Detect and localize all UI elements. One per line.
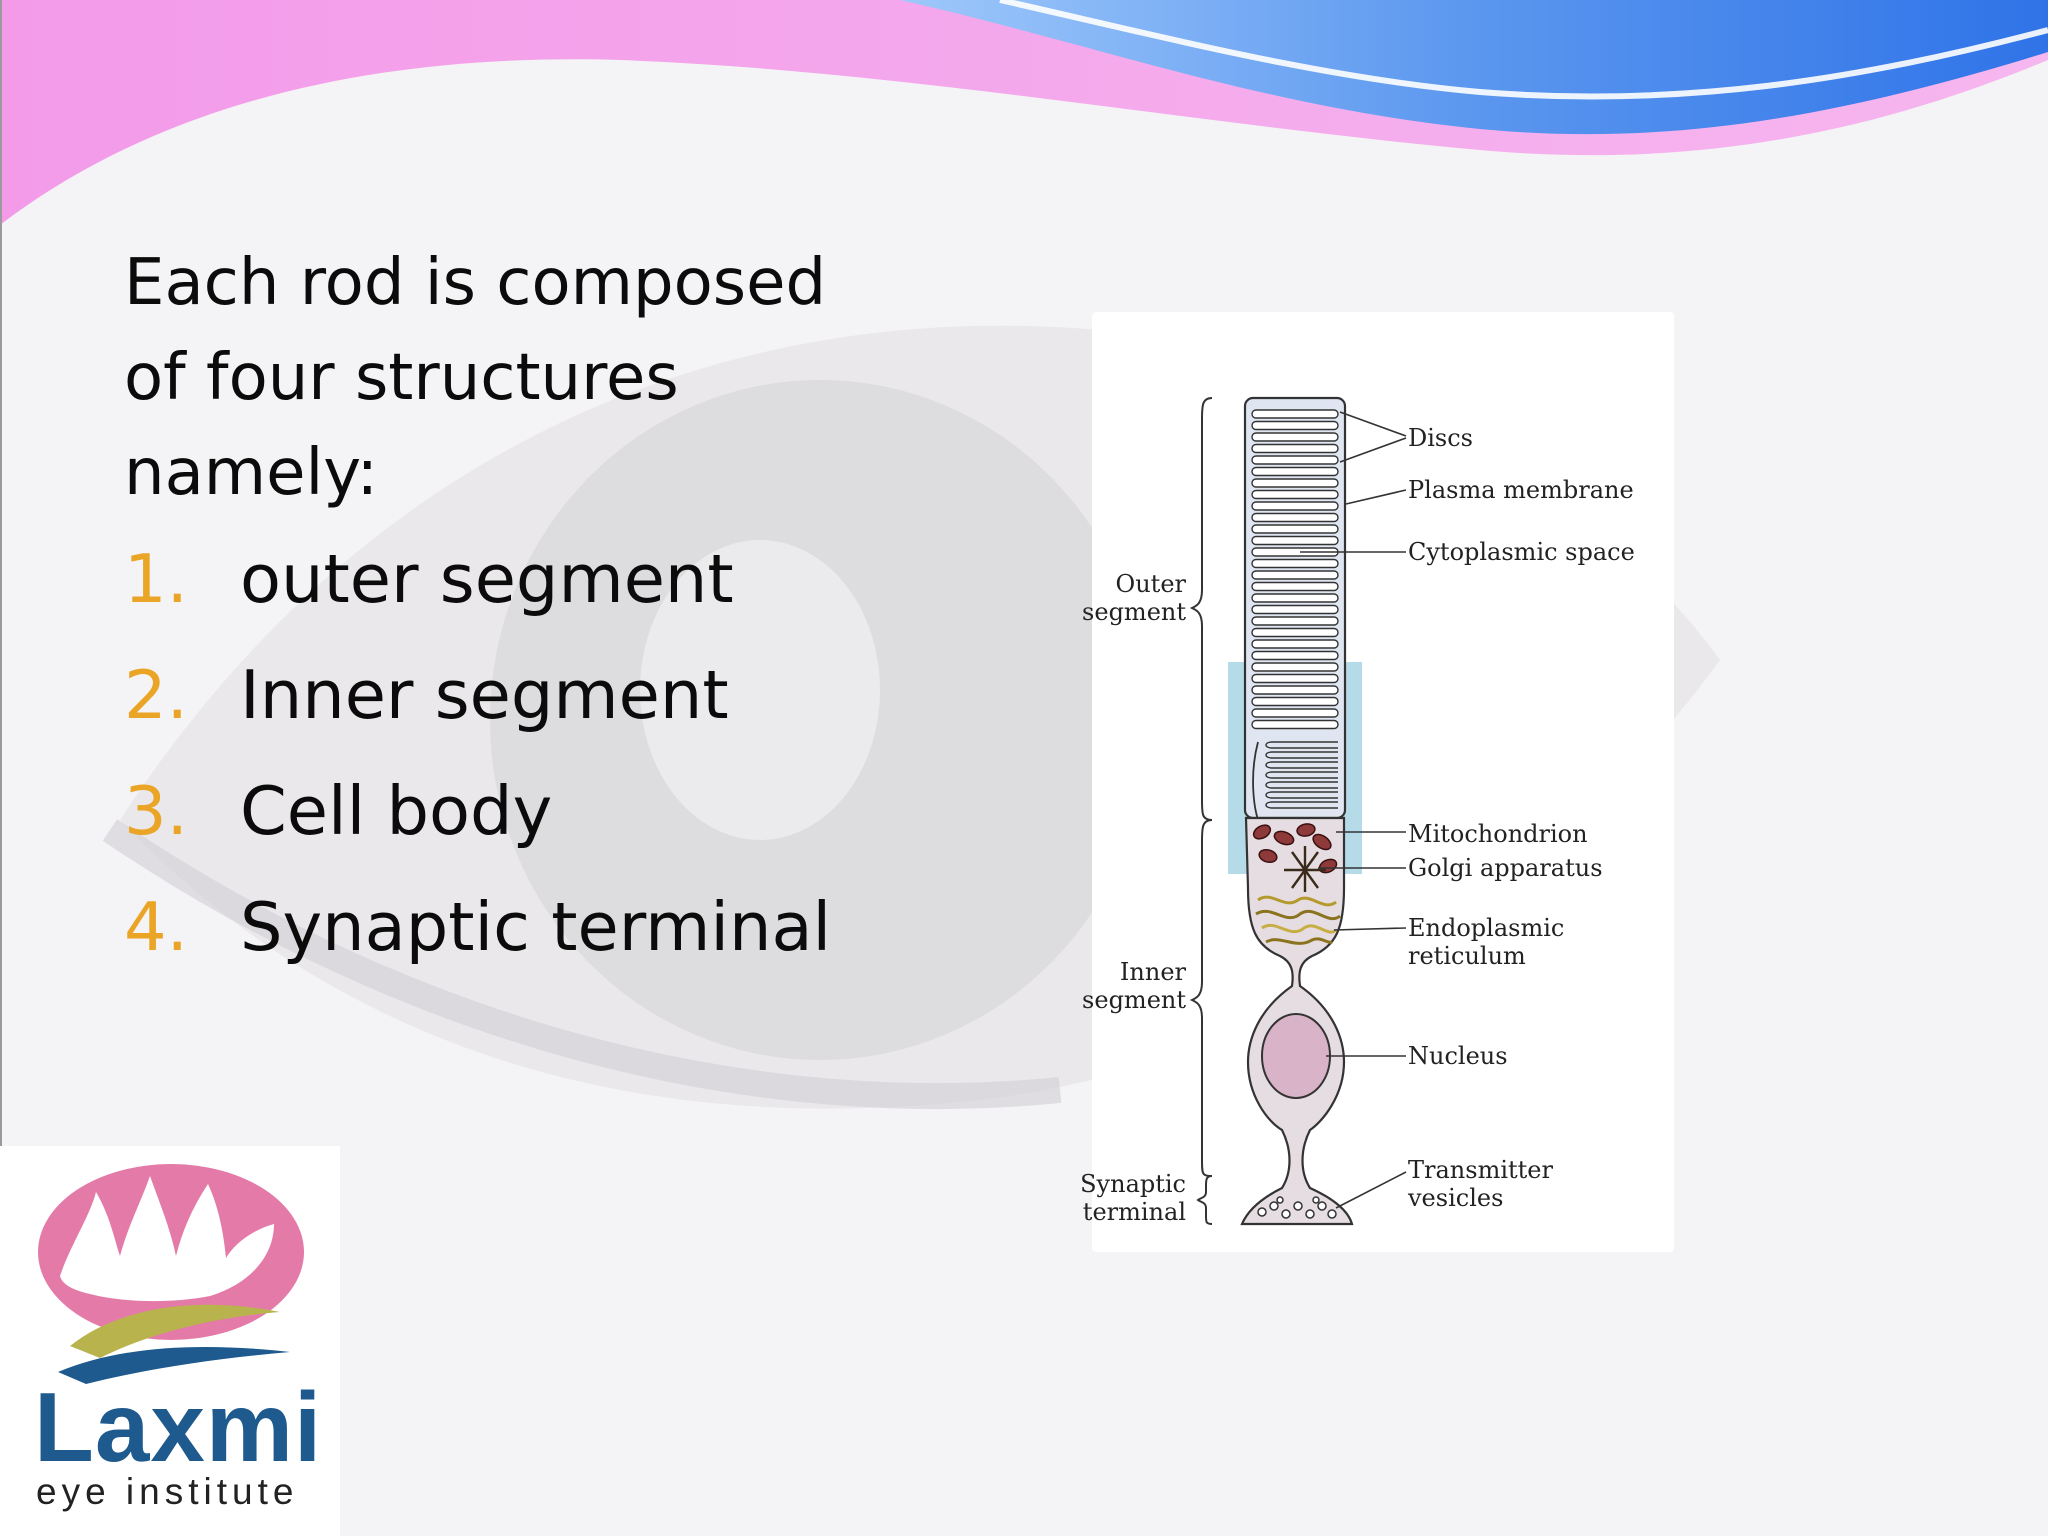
disc (1251, 708, 1339, 718)
intro-line-2: of four structures (124, 341, 679, 415)
disc (1251, 650, 1339, 661)
basal-folds (1265, 741, 1338, 809)
leader-lines (1300, 411, 1407, 1209)
membrane-fold (1265, 751, 1338, 759)
disc (1251, 420, 1339, 431)
label-outer-line2: segment (1082, 598, 1186, 626)
logo-name: Laxmi (34, 1372, 323, 1482)
disc (1251, 558, 1339, 569)
list-item: 4. Synaptic terminal (124, 869, 964, 985)
disc (1251, 696, 1339, 707)
disc (1251, 478, 1339, 488)
segment-braces (1189, 397, 1213, 1225)
lotus-logo-icon (38, 1164, 304, 1384)
label-inner-line1: Inner (1120, 958, 1187, 986)
rod-diagram-card (1092, 312, 1674, 1252)
list-label: Inner segment (240, 656, 729, 734)
header-wave-decoration (0, 0, 2048, 225)
list-number: 1. (124, 540, 188, 618)
list-number: 2. (124, 656, 188, 734)
membrane-fold (1265, 781, 1338, 789)
membrane-fold (1265, 801, 1338, 809)
disc (1251, 512, 1339, 523)
disc (1251, 570, 1339, 580)
label-vesicles-line1: Transmitter (1408, 1156, 1553, 1184)
label-plasma-membrane: Plasma membrane (1408, 476, 1634, 504)
slide-text: Each rod is composed of four structures … (124, 236, 964, 985)
disc (1251, 685, 1339, 695)
membrane-fold (1265, 771, 1338, 779)
disc (1251, 524, 1339, 534)
membrane-fold (1265, 791, 1338, 799)
label-golgi: Golgi apparatus (1408, 854, 1603, 882)
list-label: outer segment (240, 540, 734, 618)
label-er-line2: reticulum (1408, 942, 1526, 970)
label-nucleus: Nucleus (1408, 1042, 1508, 1070)
endoplasmic-reticulum (1255, 895, 1341, 945)
label-cytoplasmic-space: Cytoplasmic space (1408, 538, 1635, 566)
intro-line-3: namely: (124, 436, 379, 510)
disc (1251, 627, 1339, 638)
disc (1251, 455, 1339, 465)
disc (1251, 662, 1339, 672)
label-vesicles-line2: vesicles (1407, 1184, 1503, 1212)
label-er-line1: Endoplasmic (1408, 914, 1564, 942)
structures-list: 1. outer segment 2. Inner segment 3. Cel… (124, 521, 964, 985)
disc (1251, 535, 1339, 546)
disc-stack (1251, 409, 1339, 730)
label-inner-line2: segment (1082, 986, 1186, 1014)
disc (1251, 466, 1339, 477)
disc (1251, 489, 1339, 500)
membrane-fold (1265, 761, 1338, 769)
disc (1251, 593, 1339, 603)
disc (1251, 604, 1339, 615)
list-label: Synaptic terminal (240, 888, 832, 966)
list-number: 4. (124, 888, 188, 966)
disc (1251, 581, 1339, 592)
membrane-fold (1265, 741, 1338, 749)
label-outer-line1: Outer (1116, 570, 1187, 598)
transmitter-vesicles (1257, 1196, 1337, 1219)
list-label: Cell body (240, 772, 553, 850)
disc (1251, 443, 1339, 454)
list-item: 1. outer segment (124, 521, 964, 637)
disc (1251, 719, 1339, 730)
disc (1251, 501, 1339, 511)
intro-line-1: Each rod is composed (124, 246, 827, 320)
list-item: 3. Cell body (124, 753, 964, 869)
disc (1251, 639, 1339, 649)
disc (1251, 432, 1339, 442)
label-synaptic-line1: Synaptic (1080, 1170, 1186, 1198)
left-edge-line (0, 0, 2, 1146)
disc (1251, 409, 1339, 419)
disc (1251, 673, 1339, 684)
label-discs: Discs (1408, 424, 1473, 452)
nucleus-shape (1261, 1013, 1331, 1099)
list-number: 3. (124, 772, 188, 850)
list-item: 2. Inner segment (124, 637, 964, 753)
golgi-apparatus (1284, 846, 1326, 892)
disc (1251, 616, 1339, 626)
label-synaptic-line2: terminal (1083, 1198, 1186, 1226)
logo-subtitle: eye institute (36, 1471, 299, 1512)
label-mitochondrion: Mitochondrion (1408, 820, 1588, 848)
